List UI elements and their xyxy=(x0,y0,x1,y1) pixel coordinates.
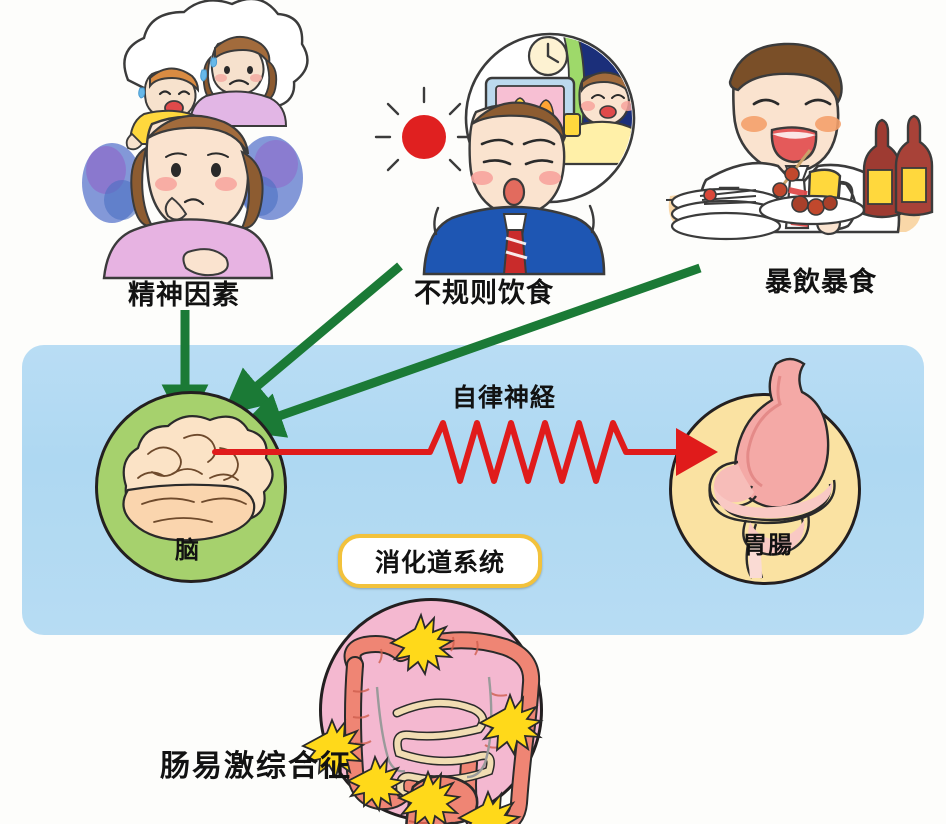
brain-node: 脑 xyxy=(95,391,287,583)
cause-label-binge-eating: 暴飲暴食 xyxy=(765,267,877,297)
large-intestine-pain-icon xyxy=(300,612,544,824)
arrow-binge-to-brain xyxy=(236,263,702,438)
brain-icon xyxy=(122,415,274,542)
brain-node-label: 脑 xyxy=(175,537,200,564)
red-arrowhead-to-stomach xyxy=(676,428,718,476)
red-zigzag-nerve-icon xyxy=(212,420,718,484)
psych-factors-illustration xyxy=(60,0,360,280)
stomach-node: 胃腸 xyxy=(669,357,861,585)
stomach-node-label: 胃腸 xyxy=(743,532,793,559)
gi-system-pill: 消化道系统 xyxy=(338,534,542,588)
autonomic-nerve-label: 自律神経 xyxy=(452,384,557,412)
ibs-outcome-label: 肠易激综合征 xyxy=(160,750,352,783)
cause-label-irregular-diet: 不规则饮食 xyxy=(414,278,554,308)
stomach-intestine-icon xyxy=(708,357,836,579)
binge-eating-illustration xyxy=(660,24,935,269)
pain-burst-group xyxy=(300,612,544,824)
ibs-node xyxy=(300,598,544,824)
irregular-diet-illustration xyxy=(374,22,668,276)
arrow-irregular-diet-to-brain xyxy=(222,262,403,416)
gi-system-pill-label: 消化道系统 xyxy=(374,549,505,577)
cause-label-psych: 精神因素 xyxy=(128,280,240,310)
